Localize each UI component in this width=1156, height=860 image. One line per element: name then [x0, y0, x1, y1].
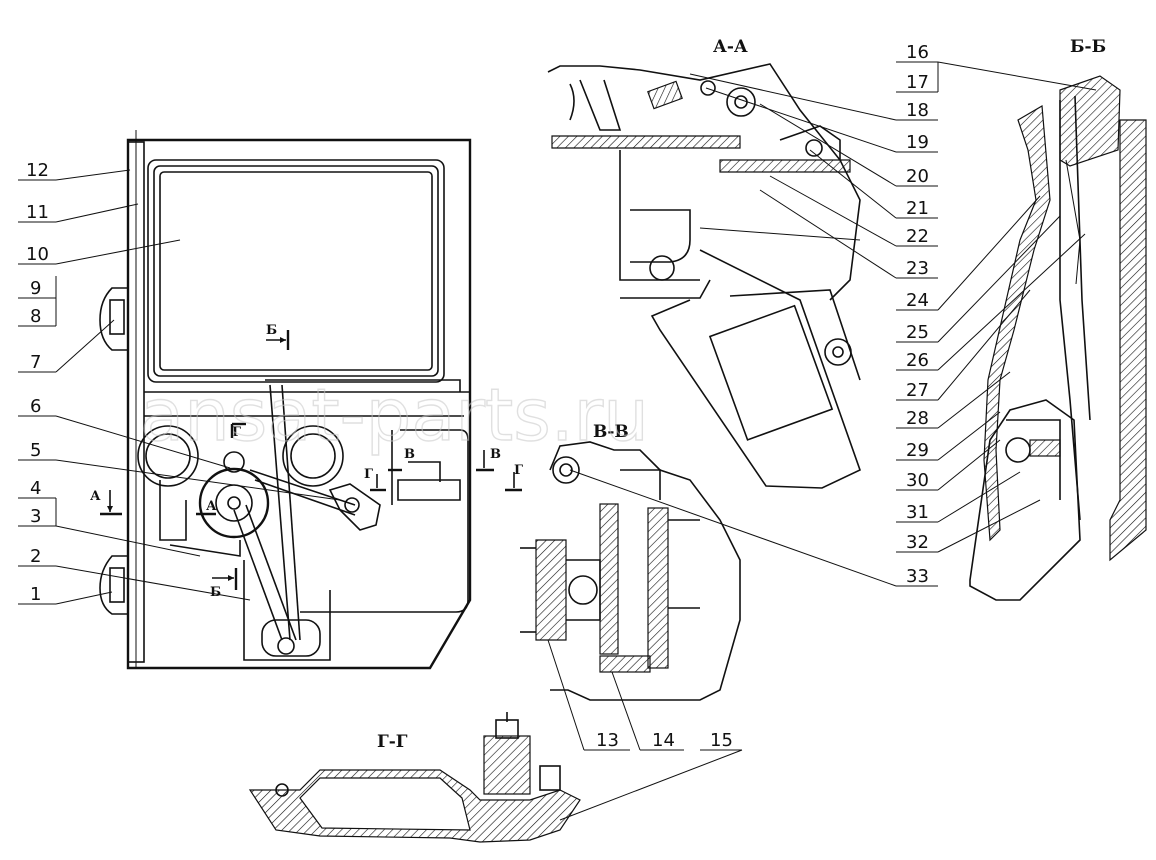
callout-31: 31 [906, 502, 929, 523]
callout-27: 27 [906, 380, 929, 401]
callout-5: 5 [30, 440, 41, 461]
section-gg-view: Г-Г [248, 712, 581, 843]
callouts-bottom: 13 14 15 [547, 639, 743, 821]
section-aa-label: А-А [713, 37, 748, 57]
cut-mark-a1: А [90, 489, 101, 504]
callout-21: 21 [906, 198, 929, 219]
callout-13: 13 [596, 730, 619, 751]
callouts-left: 12 11 10 9 8 7 6 5 4 3 2 1 [18, 160, 341, 605]
callout-3: 3 [30, 506, 41, 527]
callout-15: 15 [710, 730, 733, 751]
callout-9: 9 [30, 278, 41, 299]
callout-14: 14 [652, 730, 675, 751]
section-vv-label: В-В [593, 422, 629, 442]
callout-10: 10 [26, 244, 49, 265]
callout-30: 30 [906, 470, 929, 491]
callout-11: 11 [26, 202, 49, 223]
callout-8: 8 [30, 306, 41, 327]
section-bb-view: Б-Б [969, 37, 1147, 601]
watermark-text: ansat-parts.ru [140, 373, 649, 457]
callout-32: 32 [906, 532, 929, 553]
callout-22: 22 [906, 226, 929, 247]
callout-4: 4 [30, 478, 41, 499]
cut-mark-g1: Г [232, 425, 241, 440]
section-bb-label: Б-Б [1070, 37, 1106, 57]
callout-18: 18 [906, 100, 929, 121]
callout-33: 33 [906, 566, 929, 587]
callout-17: 17 [906, 72, 929, 93]
section-gg-label: Г-Г [377, 732, 408, 752]
callout-2: 2 [30, 546, 41, 567]
cut-mark-b1: Б [266, 323, 277, 338]
callout-20: 20 [906, 166, 929, 187]
cut-mark-g3: Г [514, 463, 523, 478]
door-front-view [99, 130, 472, 670]
section-aa-view: А-А [547, 37, 861, 489]
cutting-plane-markers: Б Б А А Г Г Г В В [90, 323, 523, 600]
callout-28: 28 [906, 408, 929, 429]
callout-23: 23 [906, 258, 929, 279]
section-vv-view: В-В [520, 422, 741, 701]
callout-7: 7 [30, 352, 41, 373]
callouts-right: 16 17 18 19 20 21 22 23 24 25 26 27 28 2… [569, 42, 1097, 587]
callout-25: 25 [906, 322, 929, 343]
callout-29: 29 [906, 440, 929, 461]
callout-12: 12 [26, 160, 49, 181]
callout-24: 24 [906, 290, 929, 311]
callout-1: 1 [30, 584, 41, 605]
cut-mark-b2: Б [210, 585, 221, 600]
cut-mark-v2: В [490, 447, 501, 462]
callout-26: 26 [906, 350, 929, 371]
callout-6: 6 [30, 396, 41, 417]
cut-mark-a2: А [206, 499, 217, 514]
callout-19: 19 [906, 132, 929, 153]
cut-mark-v1: В [404, 447, 415, 462]
callout-16: 16 [906, 42, 929, 63]
cut-mark-g2: Г [364, 467, 373, 482]
